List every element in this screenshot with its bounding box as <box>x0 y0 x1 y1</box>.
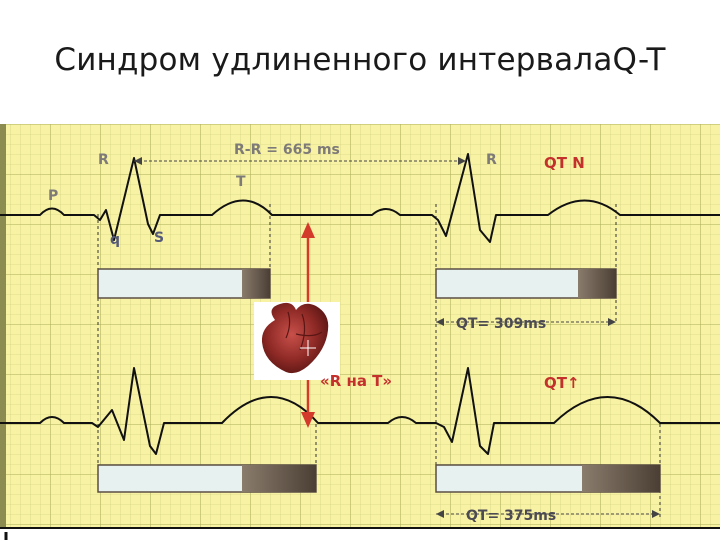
qt-bar-top-right <box>435 268 617 299</box>
ecg-trace-normal-qt <box>0 153 720 243</box>
label-qt-prolonged: QT↑ <box>544 374 580 392</box>
qt-bar-top-left <box>97 268 271 299</box>
label-r-left: R <box>98 152 109 168</box>
label-r-right: R <box>486 152 497 168</box>
label-qt-top-value: QT= 309ms <box>456 316 546 332</box>
ecg-figure: R R P q S T R-R = 665 ms QT N QT↑ «R на … <box>0 124 720 540</box>
slide-title: Синдром удлиненного интервалаQ-T <box>54 42 666 78</box>
label-t-wave: T <box>236 174 246 190</box>
label-p-wave: P <box>48 188 58 204</box>
qt-bar-bottom-left <box>97 464 317 493</box>
label-s-wave: S <box>154 230 164 246</box>
label-rr-interval: R-R = 665 ms <box>234 142 340 158</box>
qt-bar-bottom-right <box>435 464 661 493</box>
label-q-wave: q <box>110 232 120 248</box>
label-qt-normal: QT N <box>544 154 585 172</box>
ecg-trace-prolonged-qt <box>0 367 720 455</box>
label-qt-bottom-value: QT= 375ms <box>466 508 556 524</box>
label-r-on-t: «R на T» <box>320 372 392 390</box>
heart-image <box>254 302 340 380</box>
